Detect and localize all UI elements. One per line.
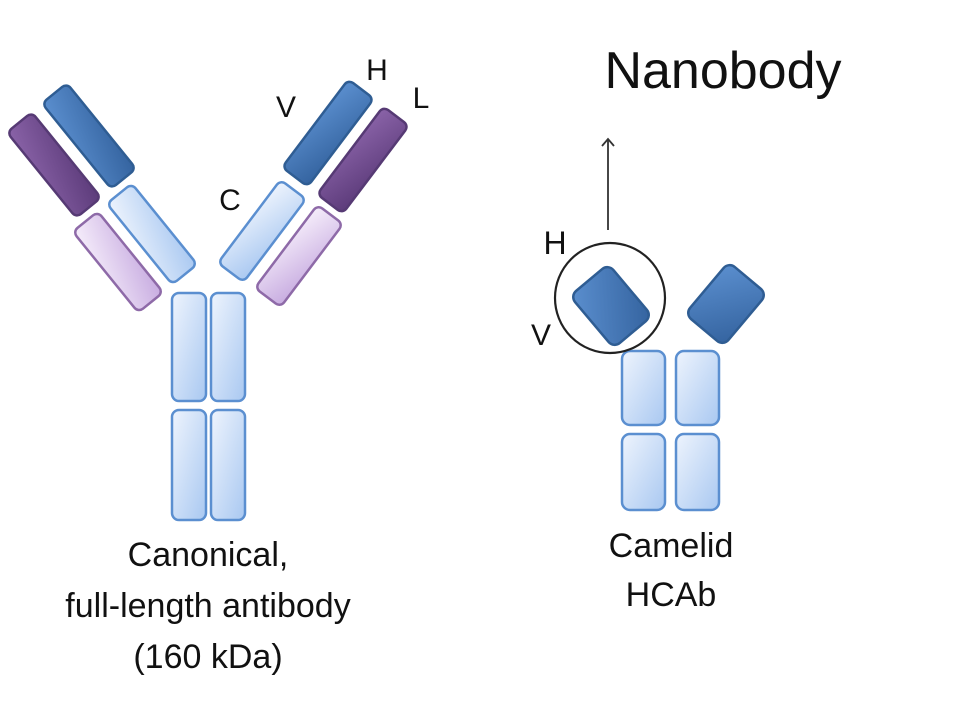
hcab-label-h: H [543, 225, 566, 261]
nanobody-highlight-circle [553, 241, 667, 355]
right-arm-light-constant-domain [256, 205, 342, 307]
antibody-caption-line-2: full-length antibody [65, 587, 350, 625]
label-c: C [219, 184, 241, 217]
right-arm-heavy-variable-domain [283, 80, 373, 186]
hcab-caption-line-1: Camelid [609, 527, 734, 565]
hcab-domain-lower-right [674, 432, 721, 512]
hcab-domain-upper-right [674, 349, 721, 427]
canonical-antibody: V C H L Canonical, full-length antibody … [8, 54, 430, 676]
fc-domain-lower-left [170, 408, 208, 522]
label-v: V [276, 91, 296, 124]
label-h: H [366, 54, 388, 87]
hcab-right-variable-domain [687, 263, 765, 345]
left-arm-heavy-constant-domain [108, 184, 196, 284]
hcab-domain-lower-left [620, 432, 667, 512]
page-title: Nanobody [604, 42, 841, 100]
camelid-hcab: H V Camelid HCAb [531, 137, 765, 614]
left-arm-light-constant-domain [74, 212, 162, 312]
fc-domain-upper-left [170, 291, 208, 403]
right-arm-light-variable-domain [318, 107, 408, 213]
left-arm-heavy-variable-domain [43, 84, 135, 188]
hcab-left-variable-domain [572, 265, 650, 347]
right-arm-heavy-constant-domain [219, 180, 305, 282]
hcab-caption-line-2: HCAb [626, 576, 717, 614]
label-l: L [413, 82, 430, 115]
antibody-caption-line-1: Canonical, [128, 536, 289, 574]
hcab-domain-upper-left [620, 349, 667, 427]
left-arm-light-variable-domain [8, 113, 100, 217]
hcab-label-v: V [531, 319, 551, 352]
fc-domain-lower-right [209, 408, 247, 522]
antibody-caption-line-3: (160 kDa) [133, 638, 282, 676]
fc-domain-upper-right [209, 291, 247, 403]
